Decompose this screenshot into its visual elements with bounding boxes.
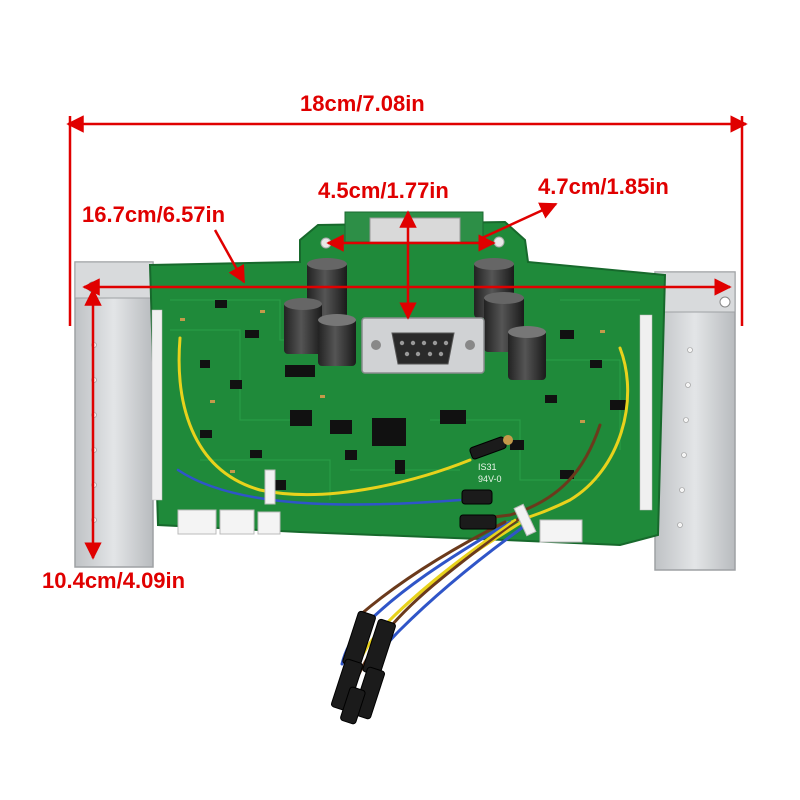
ul-mark-text: IS31 <box>478 462 497 472</box>
upper-connector <box>344 211 484 243</box>
connector-width-label: 4.5cm/1.77in <box>318 178 449 203</box>
height-label: 10.4cm/4.09in <box>42 568 185 593</box>
db9-connector <box>361 317 485 374</box>
rating-text: 94V-0 <box>478 474 502 484</box>
mount-span-label: 16.7cm/6.57in <box>82 202 225 227</box>
right-heatsink <box>654 271 736 571</box>
left-heatsink <box>74 261 154 568</box>
cable-ties <box>264 469 537 537</box>
upper-tab-width-label: 4.7cm/1.85in <box>538 174 669 199</box>
board-marking: IS31 94V-0 <box>478 462 502 484</box>
dimension-annotations: 18cm/7.08in 16.7cm/6.57in 4.5cm/1.77in 4… <box>42 91 748 593</box>
pcb-board <box>148 220 667 547</box>
wire-plugs <box>330 435 513 725</box>
total-width-label: 18cm/7.08in <box>300 91 425 116</box>
capacitors <box>284 258 546 380</box>
